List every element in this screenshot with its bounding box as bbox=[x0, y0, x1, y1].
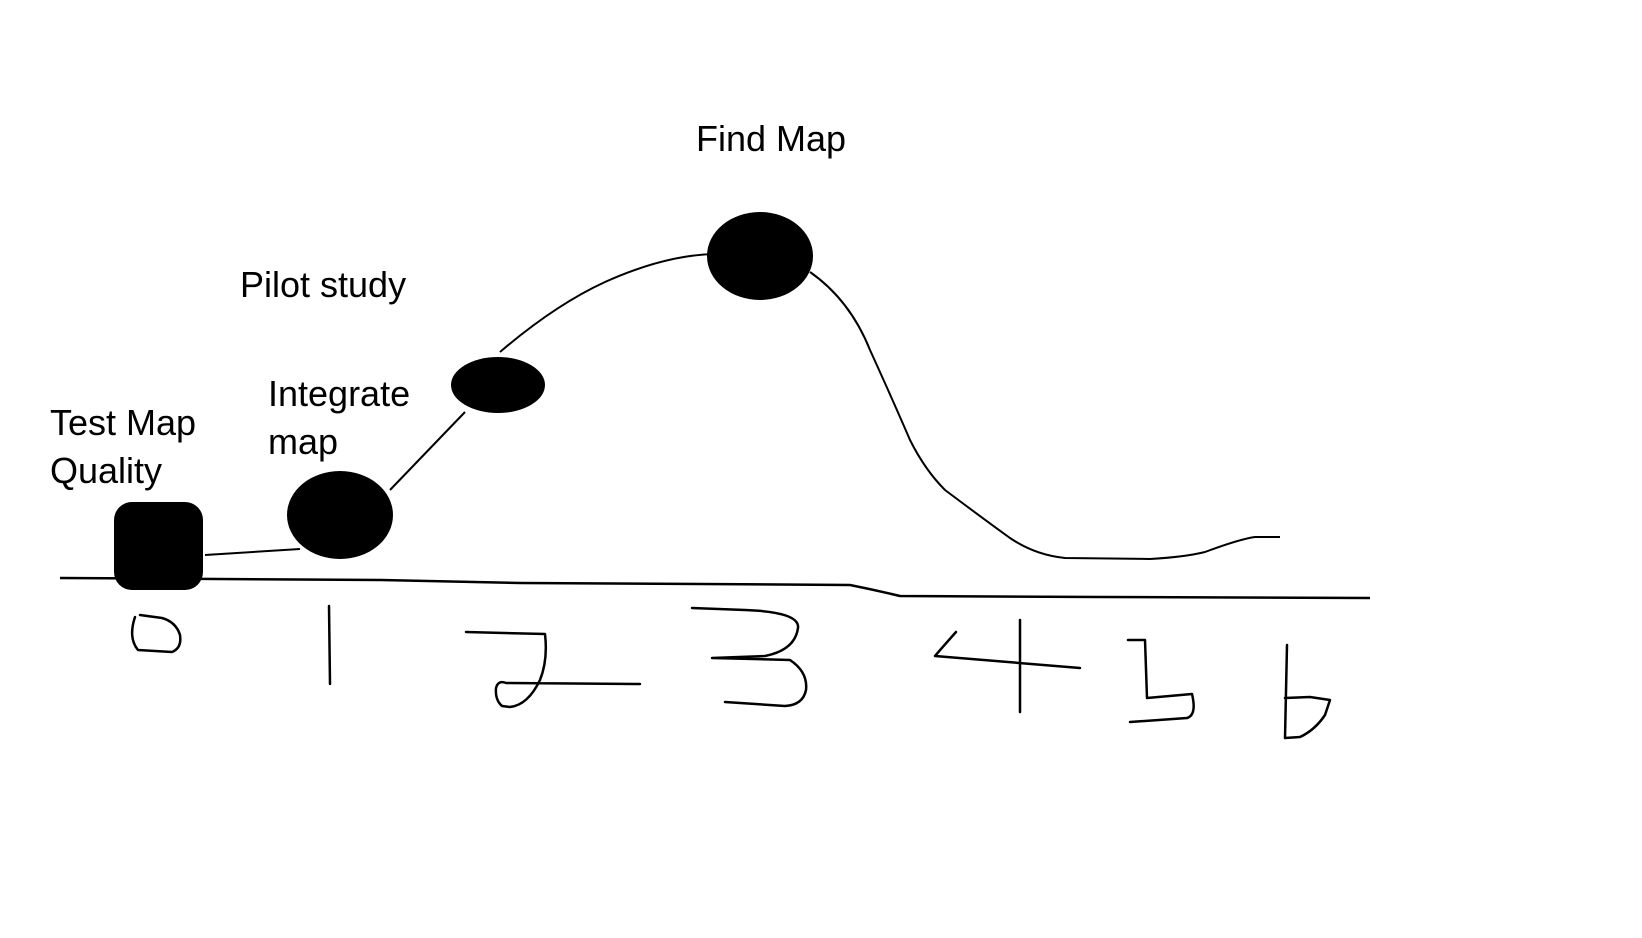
test-map-quality-marker bbox=[114, 502, 203, 590]
integrate-map-label: Integrate map bbox=[268, 370, 410, 466]
axis-number-6 bbox=[1283, 643, 1332, 740]
pilot-study-marker bbox=[451, 357, 545, 413]
integrate-map-text-line1: Integrate bbox=[268, 373, 411, 414]
axis-number-5 bbox=[1126, 638, 1195, 724]
test-map-quality-text-line2: Quality bbox=[50, 450, 163, 491]
axis-number-1 bbox=[327, 604, 332, 686]
baseline bbox=[59, 576, 1371, 600]
axis-number-4 bbox=[933, 618, 1082, 714]
axis-number-2 bbox=[464, 630, 642, 709]
pilot-study-text: Pilot study bbox=[240, 264, 407, 305]
find-map-label: Find Map bbox=[696, 116, 846, 163]
axis-numerals bbox=[130, 604, 1332, 740]
integrate-map-text-line2: map bbox=[268, 421, 339, 462]
find-map-marker bbox=[707, 212, 813, 300]
axis-number-0 bbox=[130, 613, 182, 654]
pilot-study-label: Pilot study bbox=[240, 262, 406, 309]
integrate-map-marker bbox=[287, 471, 393, 559]
test-map-quality-label: Test Map Quality bbox=[50, 399, 196, 495]
test-map-quality-text-line1: Test Map bbox=[50, 402, 197, 443]
find-map-text: Find Map bbox=[696, 118, 847, 159]
progress-curve bbox=[204, 253, 1280, 561]
axis-number-3 bbox=[690, 606, 808, 708]
